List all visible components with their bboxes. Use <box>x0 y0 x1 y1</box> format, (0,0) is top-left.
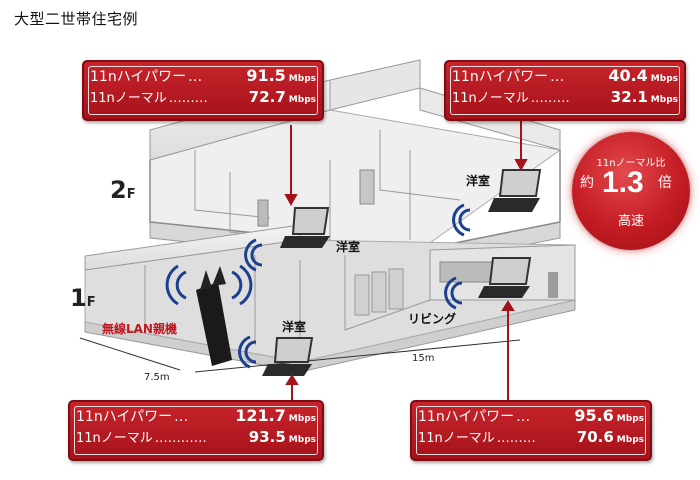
sofa <box>439 261 496 283</box>
room-label-living: リビング <box>408 312 457 326</box>
floor-label-2f: 2F <box>110 176 136 204</box>
dimension-width: 7.5m <box>144 372 170 383</box>
plant <box>548 272 558 298</box>
door <box>359 169 375 205</box>
badge-footer: 高速 <box>617 214 644 229</box>
laptop-icon <box>262 337 314 376</box>
speed-ratio-badge: 11nノーマル比 約 1.3 倍 高速 <box>572 132 690 250</box>
page-title: 大型二世帯住宅例 <box>14 10 139 28</box>
room-label-western-1f: 洋室 <box>282 320 307 334</box>
badge-value: 1.3 <box>602 166 644 199</box>
laptop-icon <box>488 169 542 212</box>
router-antenna <box>200 270 212 290</box>
laptop-icon <box>478 257 532 298</box>
dimension-length: 15m <box>412 353 435 364</box>
floor2-right-back-wall <box>329 59 421 111</box>
partition <box>344 255 431 331</box>
door <box>257 199 269 227</box>
room-label-western-2f-right: 洋室 <box>466 174 491 188</box>
router-icon <box>196 282 232 366</box>
router-label: 無線LAN親機 <box>102 322 177 336</box>
floor-label-1f: 1F <box>70 284 96 312</box>
badge-suffix: 倍 <box>658 175 672 191</box>
badge-prefix: 約 <box>580 175 594 191</box>
partition <box>194 150 271 219</box>
badge-caption: 11nノーマル比 <box>596 158 666 169</box>
dim-line-width <box>79 337 181 371</box>
laptop-icon <box>280 207 330 248</box>
router-antenna <box>212 266 226 286</box>
partition <box>379 130 461 201</box>
callout-pointers <box>284 118 528 402</box>
wifi-waves <box>165 203 471 369</box>
door <box>371 271 387 313</box>
door <box>388 268 404 310</box>
room-label-western-2f: 洋室 <box>336 240 361 254</box>
door <box>354 274 370 316</box>
